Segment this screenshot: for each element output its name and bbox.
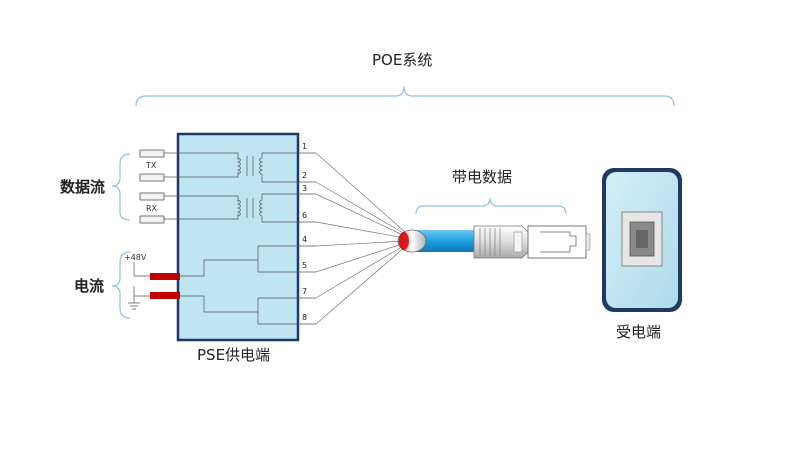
power-bracket — [111, 251, 131, 319]
rx-label: RX — [146, 204, 158, 213]
tx-label: TX — [146, 161, 157, 170]
pin-label-7: 7 — [302, 287, 308, 296]
rj45-plug — [527, 225, 591, 259]
pin-label-4: 4 — [302, 235, 308, 244]
system-title: POE系统 — [372, 51, 433, 69]
tx-plug-top — [139, 149, 165, 158]
pse-label: PSE供电端 — [197, 346, 271, 364]
fan-out-wires — [315, 152, 406, 325]
cable-bracket — [415, 197, 567, 215]
system-bracket — [135, 85, 675, 107]
power-plus-plug — [150, 273, 180, 280]
pin-ticks — [298, 152, 316, 325]
rx-plug-bottom — [139, 215, 165, 224]
pin-label-2: 2 — [302, 171, 308, 180]
data-bracket — [111, 153, 131, 221]
pd-device — [602, 168, 682, 312]
pin-label-6: 6 — [302, 211, 308, 220]
voltage-label: +48V — [124, 253, 147, 262]
power-minus-plug — [150, 292, 180, 299]
pd-label: 受电端 — [616, 323, 662, 341]
cable-label: 带电数据 — [452, 168, 513, 186]
transformer-rx — [236, 198, 264, 218]
transformer-tx — [236, 156, 264, 176]
data-flow-label: 数据流 — [60, 178, 106, 196]
pin-label-1: 1 — [302, 142, 308, 151]
pse-box — [176, 132, 300, 342]
tx-plug-bottom — [139, 173, 165, 182]
rx-plug-top — [139, 192, 165, 201]
transformer-output-wires — [261, 152, 298, 223]
pin-label-5: 5 — [302, 261, 308, 270]
rj45-boot — [473, 225, 529, 259]
pin-label-8: 8 — [302, 313, 308, 322]
pin-label-3: 3 — [302, 184, 308, 193]
power-flow-label: 电流 — [74, 277, 105, 295]
power-wires — [128, 245, 298, 325]
cable-body — [416, 230, 480, 252]
